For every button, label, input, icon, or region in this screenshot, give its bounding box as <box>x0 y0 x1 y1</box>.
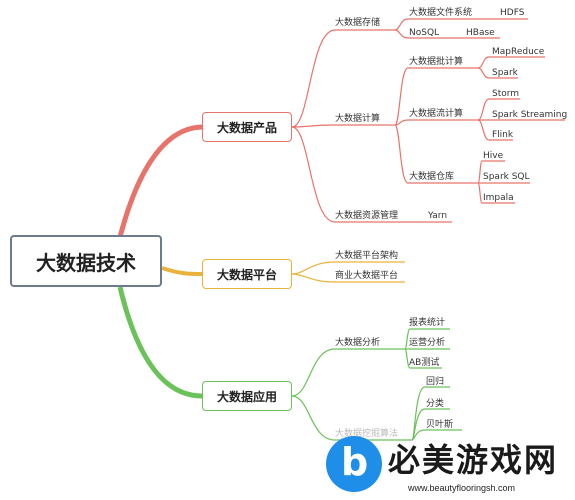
branch-apps[interactable]: 大数据应用 <box>202 381 292 411</box>
branch-products[interactable]: 大数据产品 <box>202 112 292 142</box>
node-mapreduce[interactable]: MapReduce <box>492 47 545 57</box>
node-bayes[interactable]: 贝叶斯 <box>426 420 454 430</box>
root-node[interactable]: 大数据技术 <box>10 235 162 287</box>
node-classify[interactable]: 分类 <box>426 399 445 409</box>
node-warehouse[interactable]: 大数据仓库 <box>409 172 455 182</box>
link-root-products <box>117 124 203 238</box>
link-root-apps <box>117 286 203 399</box>
node-impala[interactable]: Impala <box>483 193 514 203</box>
node-hbase[interactable]: HBase <box>466 28 495 38</box>
node-report[interactable]: 报表统计 <box>409 318 446 328</box>
node-regression[interactable]: 回归 <box>426 377 445 387</box>
node-mining[interactable]: 大数据挖掘算法 <box>335 429 399 439</box>
node-compute[interactable]: 大数据计算 <box>335 114 381 124</box>
node-storm[interactable]: Storm <box>492 89 520 99</box>
node-batch[interactable]: 大数据批计算 <box>409 57 464 67</box>
watermark-logo-letter: b <box>341 440 369 484</box>
node-flink[interactable]: Flink <box>492 130 514 140</box>
node-nosql[interactable]: NoSQL <box>409 28 440 38</box>
watermark-logo-icon: b <box>326 436 382 492</box>
node-spark-sql[interactable]: Spark SQL <box>483 172 530 182</box>
node-platform-arch[interactable]: 大数据平台架构 <box>335 251 399 261</box>
node-ops[interactable]: 运营分析 <box>409 338 446 348</box>
node-hdfs[interactable]: HDFS <box>500 8 525 18</box>
node-analysis[interactable]: 大数据分析 <box>335 338 381 348</box>
node-platform-commercial[interactable]: 商业大数据平台 <box>335 271 399 281</box>
node-yarn[interactable]: Yarn <box>428 211 448 221</box>
watermark-url: www.beautyflooringsh.com <box>408 483 516 493</box>
node-spark[interactable]: Spark <box>492 68 518 78</box>
node-stream[interactable]: 大数据流计算 <box>409 109 464 119</box>
branch-platform[interactable]: 大数据平台 <box>202 259 292 289</box>
node-fs[interactable]: 大数据文件系统 <box>409 8 473 18</box>
link-root-platform <box>161 266 203 276</box>
node-ab[interactable]: AB测试 <box>409 358 440 368</box>
node-resource[interactable]: 大数据资源管理 <box>335 211 399 221</box>
node-spark-streaming[interactable]: Spark Streaming <box>492 110 568 120</box>
watermark-text: 必美游戏网 <box>388 441 559 479</box>
node-storage[interactable]: 大数据存储 <box>335 18 381 28</box>
node-hive[interactable]: Hive <box>483 151 504 161</box>
